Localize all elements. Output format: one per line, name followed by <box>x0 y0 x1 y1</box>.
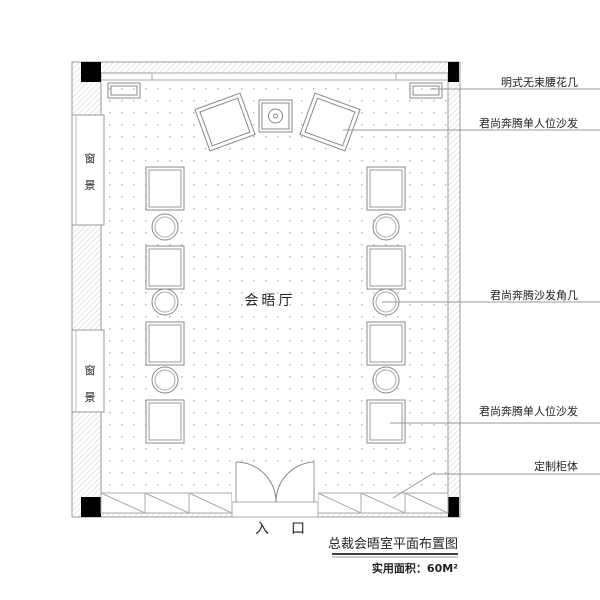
flower-stand-right <box>409 82 443 99</box>
armchair <box>366 245 406 290</box>
room-label: 会晤厅 <box>245 293 296 309</box>
side-table <box>372 213 400 241</box>
annotation-flower-stand: 明式无束腰花几 <box>501 76 578 89</box>
entrance-label: 口 <box>291 521 305 537</box>
window-label: 景 <box>85 391 96 404</box>
annotation-armchair: 君尚奔腾单人位沙发 <box>479 116 578 130</box>
flower-stand-left <box>107 82 141 99</box>
side-table <box>151 213 179 241</box>
annotation-cabinet: 定制柜体 <box>534 459 578 473</box>
annotations: 明式无束腰花几 君尚奔腾单人位沙发 君尚奔腾沙发角几 君尚奔腾单人位沙发 定制柜… <box>343 76 600 499</box>
armchair <box>366 166 406 211</box>
annotation-armchair: 君尚奔腾单人位沙发 <box>479 404 578 418</box>
window-top: 窗 景 <box>71 114 105 226</box>
armchair <box>145 166 185 211</box>
side-table <box>151 288 179 316</box>
drawing-title: 总裁会晤室平面布置图 <box>328 536 458 552</box>
armchair <box>145 321 185 366</box>
entrance-label: 入 <box>255 521 269 537</box>
armchair <box>145 245 185 290</box>
side-table <box>372 366 400 394</box>
entrance-door[interactable] <box>231 461 319 518</box>
annotation-side-table: 君尚奔腾沙发角几 <box>490 288 578 302</box>
window-label: 窗 <box>85 363 96 377</box>
window-label: 景 <box>85 179 96 192</box>
side-table <box>151 366 179 394</box>
columns <box>81 62 459 517</box>
armchair <box>366 399 406 444</box>
armchair <box>366 321 406 366</box>
area-label: 实用面积：60M² <box>372 561 458 575</box>
tea-table <box>258 99 293 133</box>
window-bottom: 窗 景 <box>71 329 105 413</box>
armchair <box>145 399 185 444</box>
custom-cabinet <box>100 492 449 514</box>
armchair-top-left <box>194 92 256 152</box>
window-label: 窗 <box>85 151 96 165</box>
seating <box>145 166 406 444</box>
